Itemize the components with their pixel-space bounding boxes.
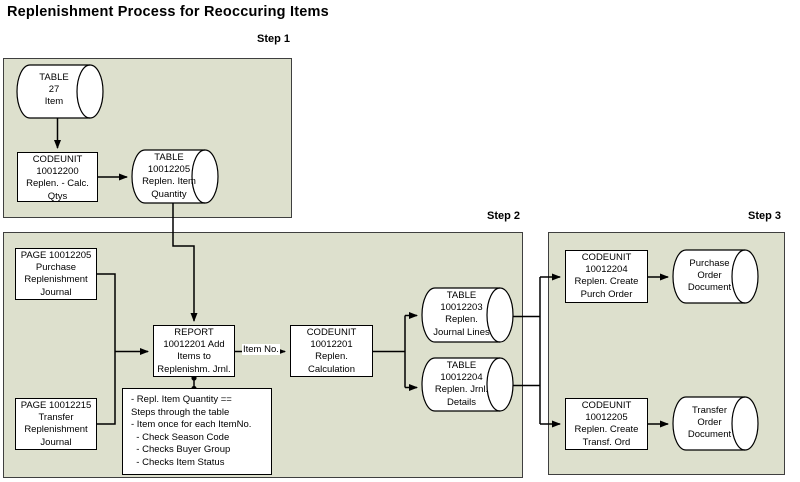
node-codeunit-10012200: CODEUNIT 10012200 Replen. - Calc. Qtys <box>17 152 98 202</box>
cylinder-shapes <box>16 64 759 451</box>
step3-label: Step 3 <box>747 210 781 222</box>
step2-label: Step 2 <box>486 210 520 222</box>
node-page-10012215: PAGE 10012215 Transfer Replenishment Jou… <box>15 398 97 450</box>
step1-label: Step 1 <box>256 33 290 45</box>
node-codeunit-10012204: CODEUNIT 10012204 Replen. Create Purch O… <box>565 250 648 303</box>
node-codeunit-10012205: CODEUNIT 10012205 Replen. Create Transf.… <box>565 398 648 450</box>
node-page-10012205: PAGE 10012205 Purchase Replenishment Jou… <box>15 248 97 300</box>
node-table-10012204-text: TABLE 10012204 Replen. Jrnl. Details <box>434 360 489 408</box>
node-table-10012203-text: TABLE 10012203 Replen. Journal Lines <box>433 290 490 338</box>
node-codeunit-10012201: CODEUNIT 10012201 Replen. Calculation <box>290 325 373 377</box>
item-no-connector-label: Item No. <box>242 344 280 355</box>
conn-transferjournal-elbow <box>97 351 116 425</box>
connectors <box>54 118 669 428</box>
jrnl-details-cylinder-cap <box>486 357 501 412</box>
transfer-order-doc-cylinder-cap <box>731 396 746 451</box>
item-table-cylinder-cap <box>76 64 91 119</box>
node-report-10012201: REPORT 10012201 Add Items to Replenishm.… <box>153 325 235 377</box>
repl-item-qty-cylinder-cap <box>191 149 206 204</box>
node-table-27-text: TABLE 27 Item <box>39 72 69 108</box>
node-table-10012205-text: TABLE 10012205 Replen. Item Quantity <box>142 152 196 200</box>
diagram-title: Replenishment Process for Reoccuring Ite… <box>7 4 329 20</box>
node-transfer-order-doc-text: Transfer Order Document <box>687 405 732 441</box>
conn-purchasejournal-elbow <box>97 273 116 352</box>
conn-replitemqty-to-report <box>172 203 198 322</box>
journal-lines-cylinder-cap <box>486 287 501 343</box>
purchase-order-doc-cylinder-cap <box>731 249 746 304</box>
node-purchase-order-doc-text: Purchase Order Document <box>687 258 732 294</box>
note-box: - Repl. Item Quantity == Steps through t… <box>122 388 272 475</box>
